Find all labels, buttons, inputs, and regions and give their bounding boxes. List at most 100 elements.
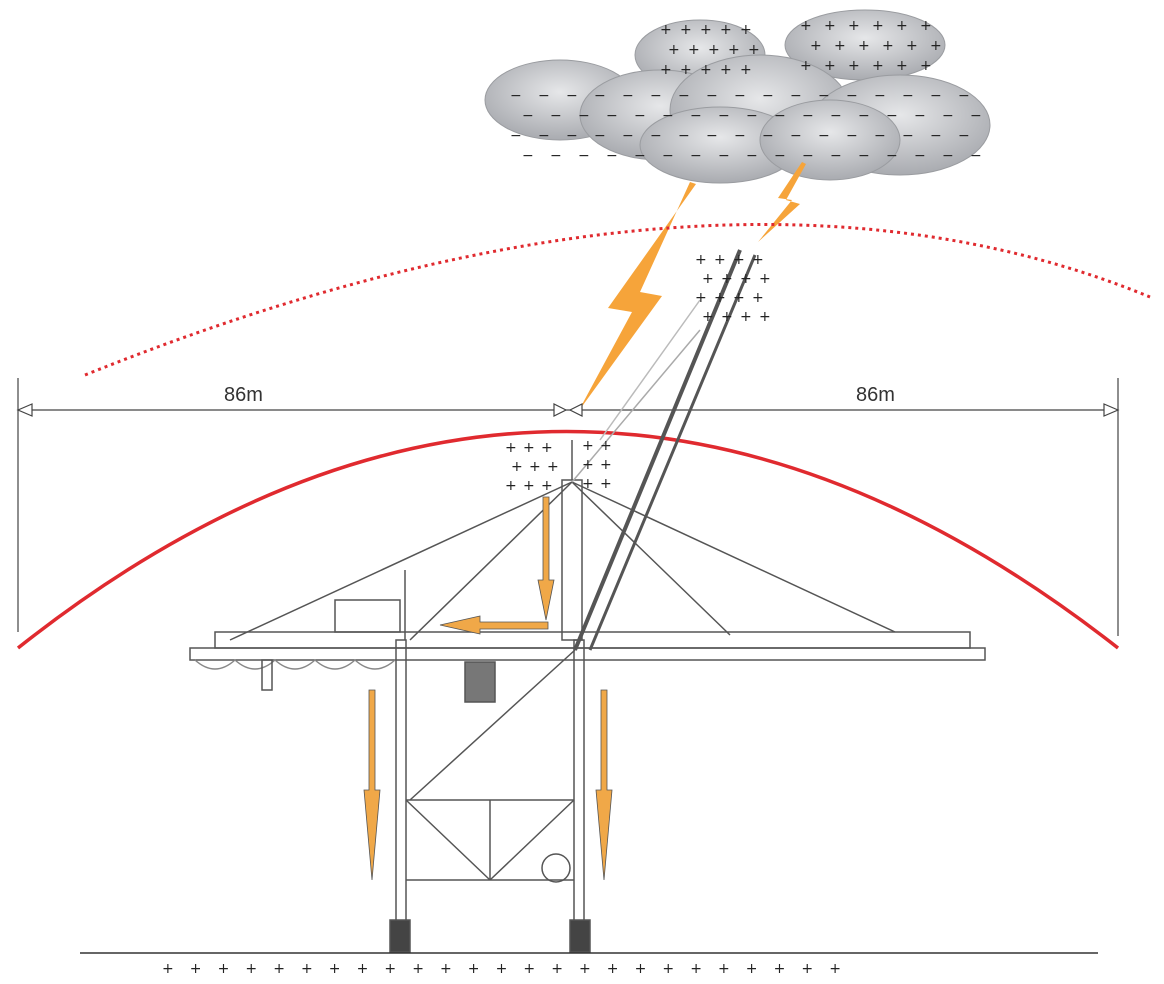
negative-charge: − [846, 128, 858, 144]
positive-charge: + [810, 38, 822, 54]
ground-positive-charge: + [523, 961, 535, 977]
apex-positive-charge: + [541, 478, 553, 494]
negative-charge: − [858, 148, 870, 164]
ground-positive-charge: + [301, 961, 313, 977]
negative-charge: − [718, 148, 730, 164]
positive-charge: + [858, 38, 870, 54]
positive-charge: + [920, 18, 932, 34]
positive-charge: + [800, 18, 812, 34]
positive-charge: + [896, 58, 908, 74]
apex-positive-charge: + [600, 476, 612, 492]
positive-charge: + [748, 42, 760, 58]
negative-charge: − [846, 88, 858, 104]
boom-tip-positive-charge: + [714, 290, 726, 306]
negative-charge: − [706, 128, 718, 144]
ground-positive-charge: + [579, 961, 591, 977]
arrow-down-right-leg [595, 689, 613, 881]
positive-charge: + [800, 58, 812, 74]
negative-charge: − [818, 128, 830, 144]
negative-charge: − [634, 148, 646, 164]
lightning-bolt-secondary [758, 162, 806, 242]
negative-charge: − [930, 128, 942, 144]
apex-positive-charge: + [582, 438, 594, 454]
negative-charge: − [678, 88, 690, 104]
negative-charge: − [510, 88, 522, 104]
container-crane [189, 249, 986, 953]
negative-charge: − [874, 88, 886, 104]
boom-tip-positive-charge: + [702, 309, 714, 325]
negative-charge: − [970, 148, 982, 164]
negative-charge: − [762, 88, 774, 104]
ground-positive-charge: + [329, 961, 341, 977]
negative-charge: − [650, 88, 662, 104]
apex-positive-charge: + [582, 457, 594, 473]
arrow-down-tower [537, 496, 555, 621]
negative-charge: − [942, 148, 954, 164]
ground-positive-charge: + [718, 961, 730, 977]
positive-charge: + [680, 22, 692, 38]
positive-charge: + [834, 38, 846, 54]
apex-positive-charge: + [523, 478, 535, 494]
negative-charge: − [902, 88, 914, 104]
apex-positive-charge: + [505, 478, 517, 494]
ground-positive-charge: + [496, 961, 508, 977]
negative-charge: − [578, 108, 590, 124]
negative-charge: − [958, 128, 970, 144]
boom-tip-positive-charge: + [721, 271, 733, 287]
negative-charge: − [802, 148, 814, 164]
right-distance-label: 86m [856, 384, 895, 406]
ground-positive-charge: + [190, 961, 202, 977]
ground-positive-charge: + [746, 961, 758, 977]
ground-positive-charge: + [774, 961, 786, 977]
ground-positive-charge: + [801, 961, 813, 977]
positive-charge: + [882, 38, 894, 54]
negative-charge: − [762, 128, 774, 144]
positive-charge: + [720, 22, 732, 38]
positive-charge: + [700, 62, 712, 78]
boom-tip-positive-charge: + [740, 309, 752, 325]
negative-charge: − [734, 88, 746, 104]
boom-tip-positive-charge: + [759, 309, 771, 325]
apex-positive-charge: + [523, 440, 535, 456]
ground-positive-charge: + [607, 961, 619, 977]
positive-charge: + [848, 18, 860, 34]
apex-positive-charge: + [547, 459, 559, 475]
positive-charge: + [688, 42, 700, 58]
protection-arc-dotted [84, 222, 1151, 377]
positive-charge: + [930, 38, 942, 54]
ground-positive-charge: + [218, 961, 230, 977]
negative-charge: − [522, 108, 534, 124]
cloud-charges: +++++++++++++++++++++++++++++++++−−−−−−−… [510, 18, 982, 164]
negative-charge: − [510, 128, 522, 144]
apex-positive-charge: + [511, 459, 523, 475]
negative-charge: − [622, 88, 634, 104]
boom-tip-positive-charge: + [733, 252, 745, 268]
left-distance-label: 86m [224, 384, 263, 406]
boom-tip-positive-charge: + [759, 271, 771, 287]
negative-charge: − [566, 88, 578, 104]
ground-positive-charge: + [412, 961, 424, 977]
ground-positive-charge: + [635, 961, 647, 977]
negative-charge: − [830, 148, 842, 164]
positive-charge: + [660, 62, 672, 78]
positive-charge: + [740, 22, 752, 38]
ground-positive-charge: + [357, 961, 369, 977]
negative-charge: − [774, 108, 786, 124]
negative-charge: − [746, 108, 758, 124]
negative-charge: − [790, 128, 802, 144]
negative-charge: − [746, 148, 758, 164]
negative-charge: − [790, 88, 802, 104]
apex-positive-charge: + [582, 476, 594, 492]
boom-tip-positive-charge: + [752, 290, 764, 306]
arrow-left-boom [439, 615, 549, 635]
positive-charge: + [720, 62, 732, 78]
positive-charge: + [824, 58, 836, 74]
ground-positive-charge: + [468, 961, 480, 977]
boom-tip-positive-charge: + [752, 252, 764, 268]
positive-charge: + [708, 42, 720, 58]
negative-charge: − [930, 88, 942, 104]
negative-charge: − [550, 148, 562, 164]
ground-positive-charge: + [690, 961, 702, 977]
negative-charge: − [690, 108, 702, 124]
positive-charge: + [872, 18, 884, 34]
